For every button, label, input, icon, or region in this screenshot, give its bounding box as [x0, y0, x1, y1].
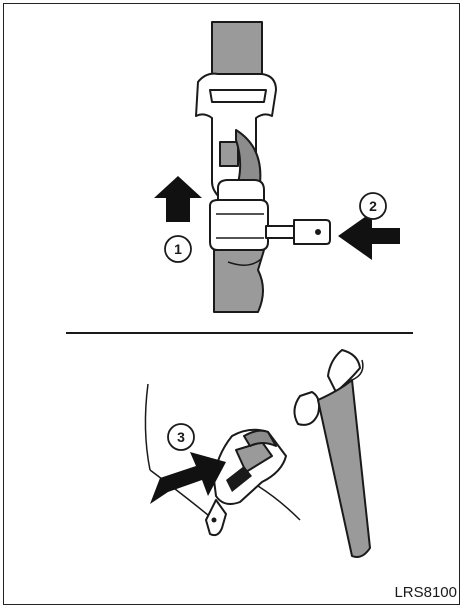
svg-text:2: 2 [369, 198, 377, 214]
figure-code: LRS8100 [394, 584, 457, 601]
seat-outline [145, 384, 150, 470]
upper-panel [196, 22, 330, 312]
lower-belt-strap [214, 250, 264, 312]
latch-window [220, 142, 238, 166]
svg-text:1: 1 [174, 241, 182, 257]
latch-slot [210, 90, 266, 102]
buckle-base [218, 180, 264, 202]
belt-anchor [294, 392, 319, 425]
step-1-label: 1 [165, 236, 191, 262]
lower-panel [145, 350, 370, 557]
retracting-belt [318, 380, 370, 557]
svg-text:3: 3 [177, 429, 185, 445]
step-3-label: 3 [168, 424, 194, 450]
step-2-label: 2 [360, 193, 386, 219]
latch-tongue [206, 500, 226, 535]
buckle-body [210, 200, 268, 250]
release-button [266, 226, 296, 238]
release-tab [294, 220, 330, 244]
up-arrow-icon [154, 176, 202, 222]
right-arrow-icon [150, 452, 226, 504]
